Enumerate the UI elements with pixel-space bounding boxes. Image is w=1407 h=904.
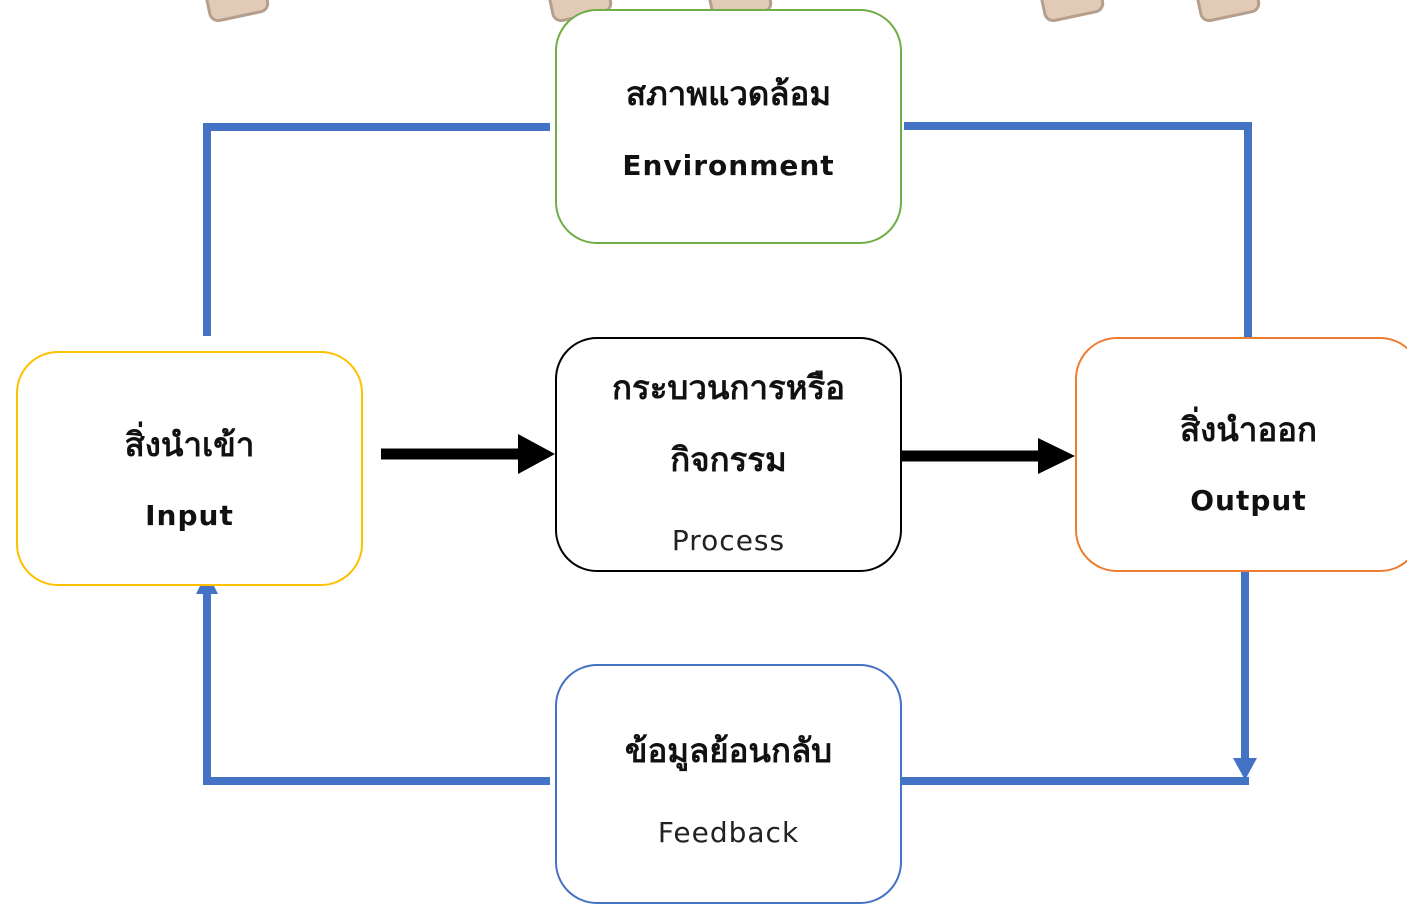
output-down-arrowhead xyxy=(1233,758,1257,780)
output-english-label: Output xyxy=(1190,484,1307,517)
process-thai-label-line1: กระบวนการหรือ xyxy=(612,368,845,407)
feedback-thai-label: ข้อมูลย้อนกลับ xyxy=(624,731,833,770)
process-to-output-arrowhead xyxy=(1038,438,1075,474)
input-to-process-arrowhead xyxy=(518,434,555,474)
process-english-label: Process xyxy=(671,524,786,557)
input-english-label: Input xyxy=(145,499,234,532)
process-thai-label-line2: กิจกรรม xyxy=(670,440,787,479)
environment-link-right xyxy=(904,122,1252,338)
feedback-link-left xyxy=(203,592,550,785)
feedback-box: ข้อมูลย้อนกลับ Feedback xyxy=(555,664,902,904)
environment-thai-label: สภาพแวดล้อม xyxy=(625,74,832,113)
environment-english-label: Environment xyxy=(622,149,835,182)
output-box: สิ่งนำออก Output xyxy=(1075,337,1407,572)
environment-box: สภาพแวดล้อม Environment xyxy=(555,9,902,244)
output-thai-label: สิ่งนำออก xyxy=(1180,410,1317,449)
input-box: สิ่งนำเข้า Input xyxy=(16,351,363,586)
environment-link-left xyxy=(203,123,550,336)
input-thai-label: สิ่งนำเข้า xyxy=(124,425,255,464)
process-box: กระบวนการหรือ กิจกรรม Process xyxy=(555,337,902,572)
feedback-english-label: Feedback xyxy=(657,816,800,849)
